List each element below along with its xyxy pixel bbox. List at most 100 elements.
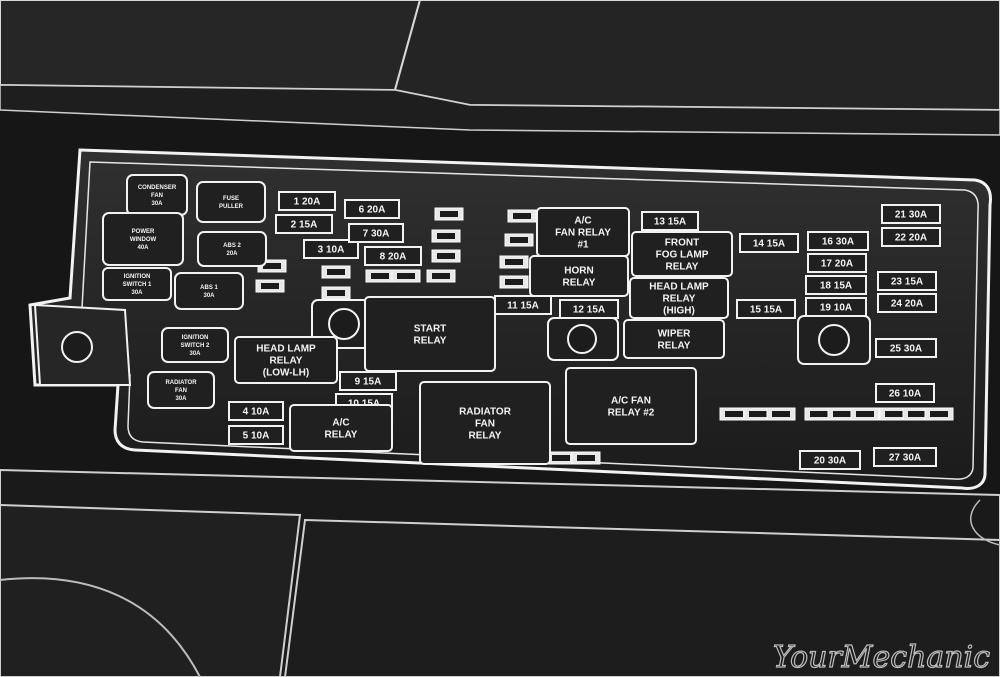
relay-label: FAN xyxy=(475,419,495,430)
fuse-f23: 23 15A xyxy=(877,271,937,291)
mini-fuse-label: RADIATOR xyxy=(165,380,197,386)
relay-outline xyxy=(565,367,697,445)
relay-label: FAN RELAY xyxy=(555,228,611,239)
spare-fuse-slot-inner xyxy=(772,411,790,417)
fuse-outline xyxy=(348,223,404,243)
relay-label: RELAY xyxy=(414,336,447,347)
mini-fuse-label: SWITCH 2 xyxy=(181,343,210,349)
fuse-outline xyxy=(875,338,937,358)
relay-label: START xyxy=(414,324,447,335)
mini-fuse-outline xyxy=(197,231,267,267)
relay-outline xyxy=(289,404,393,452)
fuse-label: 13 15A xyxy=(654,217,686,228)
fuse-outline xyxy=(877,293,937,313)
spare-fuse-slot-inner xyxy=(930,411,948,417)
spare-fuse-slot-inner xyxy=(432,273,450,279)
fuse-f19: 19 10A xyxy=(805,297,867,317)
fuse-f15: 15 15A xyxy=(736,299,796,319)
mini-fuse-label: WINDOW xyxy=(130,237,157,243)
bolt-hole-icon xyxy=(328,308,360,340)
relay-outline xyxy=(631,231,733,277)
fuse-label: 27 30A xyxy=(889,453,921,464)
fuse-outline xyxy=(805,297,867,317)
fuse-label: 19 10A xyxy=(820,303,852,314)
fuse-outline xyxy=(275,214,333,234)
fuse-label: 7 30A xyxy=(363,229,390,240)
mini-fuse-outline xyxy=(102,212,184,266)
fuse-label: 9 15A xyxy=(355,377,382,388)
fuse-label: 23 15A xyxy=(891,277,923,288)
relay-label: FOG LAMP xyxy=(656,250,709,261)
fuse-label: 17 20A xyxy=(821,259,853,270)
relay-label: RELAY xyxy=(325,430,358,441)
mini-fuse-label: FUSE xyxy=(223,196,239,202)
fuse-label: 21 30A xyxy=(895,210,927,221)
relay-label: A/C FAN xyxy=(611,396,651,407)
fuse-f3: 3 10A xyxy=(303,239,359,259)
mini-fuse-label: 30A xyxy=(131,290,143,296)
relay-outline xyxy=(529,255,629,297)
fuse-f2: 2 15A xyxy=(275,214,333,234)
fuse-outline xyxy=(339,371,397,391)
relay-label: HEAD LAMP xyxy=(256,344,316,355)
mini-fuse-label: POWER xyxy=(132,229,155,235)
fuse-f1: 1 20A xyxy=(278,191,336,211)
fuse-f6: 6 20A xyxy=(344,199,400,219)
fuse-label: 2 15A xyxy=(291,220,318,231)
spare-fuse-slot-inner xyxy=(397,273,415,279)
fuse-label: 25 30A xyxy=(890,344,922,355)
fuse-f12: 12 15A xyxy=(559,299,619,319)
fuse-outline xyxy=(875,383,935,403)
fuse-outline xyxy=(877,271,937,291)
fuse-outline xyxy=(739,233,799,253)
fuse-outline xyxy=(807,231,869,251)
spare-fuse-slot-inner xyxy=(856,411,874,417)
relay-label: (HIGH) xyxy=(663,306,695,317)
fuse-outline xyxy=(364,246,422,266)
fuse-outline xyxy=(303,239,359,259)
mini-fuse-outline xyxy=(147,371,215,409)
spare-fuse-slots xyxy=(255,207,954,465)
spare-fuse-slot-inner xyxy=(371,273,389,279)
fuse-outline xyxy=(278,191,336,211)
spare-fuse-slot-inner xyxy=(552,455,570,461)
relay-outline xyxy=(364,296,496,372)
fuse-outline xyxy=(228,401,284,421)
mini-fuse-label: CONDENSER xyxy=(138,185,177,191)
fuse-label: 26 10A xyxy=(889,389,921,400)
relay-label: RELAY xyxy=(469,431,502,442)
fuse-outline xyxy=(736,299,796,319)
fuse-f22: 22 20A xyxy=(881,227,941,247)
mini-fuse-label: 30A xyxy=(175,396,187,402)
fuse-f13: 13 15A xyxy=(641,211,699,231)
mini-fuse-label: PULLER xyxy=(219,204,244,210)
mini-fuse-label: SWITCH 1 xyxy=(123,282,152,288)
fuse-label: 15 15A xyxy=(750,305,782,316)
fuse-outline xyxy=(881,204,941,224)
relay-label: FRONT xyxy=(665,238,699,249)
relay-label: WIPER xyxy=(658,329,692,340)
fuse-f26: 26 10A xyxy=(875,383,935,403)
spare-fuse-slot-inner xyxy=(437,233,455,239)
relay-outline xyxy=(629,277,729,319)
relay-label: RELAY #2 xyxy=(608,408,655,419)
fuse-f4: 4 10A xyxy=(228,401,284,421)
bolt-hole-icon xyxy=(567,324,597,354)
fuse-f18: 18 15A xyxy=(805,275,867,295)
fuse-label: 5 10A xyxy=(243,431,270,442)
fuse-label: 3 10A xyxy=(318,245,345,256)
fuse-label: 8 20A xyxy=(380,252,407,263)
fuse-f7: 7 30A xyxy=(348,223,404,243)
relay-label: RELAY xyxy=(663,294,696,305)
relay-label: #1 xyxy=(577,240,589,251)
mini-fuse-outline xyxy=(102,267,172,301)
